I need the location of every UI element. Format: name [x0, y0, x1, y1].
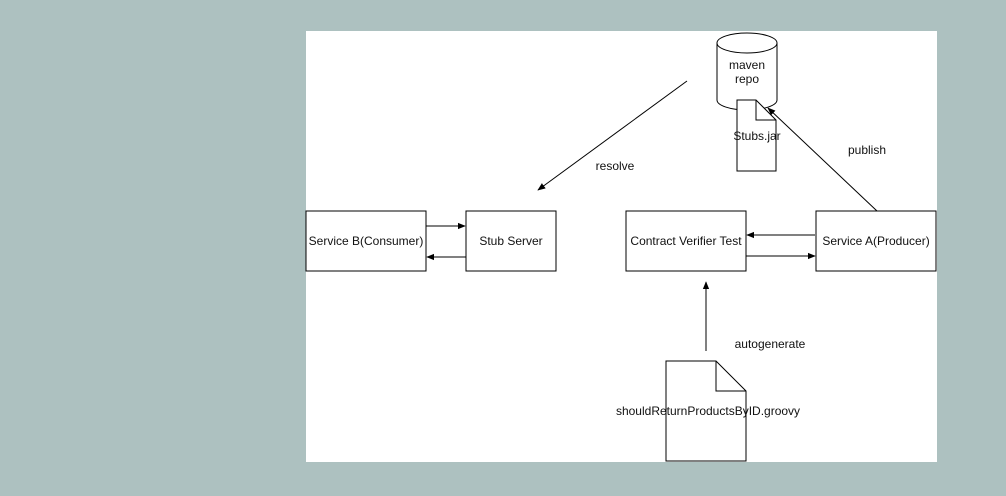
autogenerate-label: autogenerate — [735, 337, 806, 351]
publish-arrow — [767, 107, 878, 212]
contract-verifier-label: Contract Verifier Test — [630, 234, 742, 248]
stubs-jar-folded-corner — [755, 100, 776, 121]
service-b-box — [305, 210, 427, 272]
groovy-file-label: shouldReturnProductsByID.groovy — [616, 404, 800, 418]
service-a-label: Service A(Producer) — [822, 234, 929, 248]
stub-server-node[interactable]: Stub Server — [465, 210, 557, 272]
service-b-label: Service B(Consumer) — [309, 234, 424, 248]
resolve-arrow — [537, 80, 688, 191]
maven-repo-label-line2: repo — [735, 72, 759, 86]
stubs-jar-label: Stubs.jar — [733, 129, 780, 143]
publish-label: publish — [848, 143, 886, 157]
contract-verifier-node[interactable]: Contract Verifier Test — [625, 210, 747, 272]
publish-edge: publish — [767, 107, 886, 212]
groovy-contract-node[interactable]: shouldReturnProductsByID.groovy — [616, 360, 800, 462]
service-a-node[interactable]: Service A(Producer) — [815, 210, 937, 272]
groovy-folded-corner — [715, 361, 746, 392]
maven-repo-label-line1: maven — [729, 58, 765, 72]
stub-server-label: Stub Server — [479, 234, 542, 248]
stubs-jar-document-shape — [736, 99, 777, 172]
groovy-document-shape — [665, 360, 747, 462]
resolve-edge: resolve — [537, 80, 688, 191]
maven-repo-cylinder-top — [716, 32, 778, 54]
contract-verifier-box — [625, 210, 747, 272]
resolve-label: resolve — [596, 159, 635, 173]
service-a-box — [815, 210, 937, 272]
service-b-node[interactable]: Service B(Consumer) — [305, 210, 427, 272]
maven-repo-node[interactable]: maven repo — [716, 32, 778, 111]
stubs-jar-node[interactable]: Stubs.jar — [733, 99, 781, 172]
autogenerate-edge: autogenerate — [702, 281, 806, 351]
stub-server-box — [465, 210, 557, 272]
